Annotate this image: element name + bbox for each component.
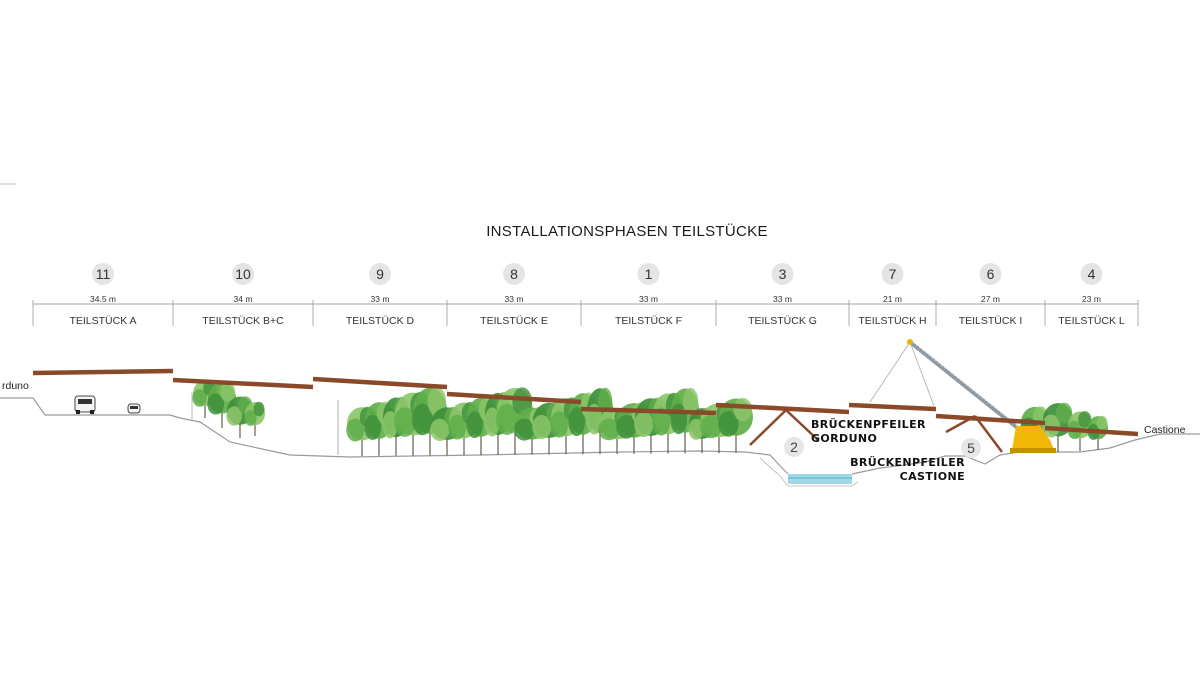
deck-segment <box>312 376 448 390</box>
deck-segment <box>580 406 717 416</box>
order-badge <box>979 263 1002 285</box>
order-badge <box>771 263 794 285</box>
order-badge <box>232 263 254 285</box>
diagram-title: INSTALLATIONSPHASEN TEILSTÜCKE <box>486 222 768 240</box>
installation-order: 4 <box>1088 266 1096 282</box>
crane-hook-icon <box>907 339 913 345</box>
order-badge <box>881 263 904 285</box>
installation-order: 9 <box>376 266 384 282</box>
segment-length: 34.5 m <box>90 294 116 304</box>
segment-name: TEILSTÜCK G <box>748 315 817 327</box>
tree-icon <box>226 396 253 438</box>
bridge-deck <box>32 368 1139 453</box>
pier-strut <box>974 415 1003 453</box>
crane-rope <box>869 341 911 403</box>
crane-base <box>1010 448 1056 453</box>
installation-order: 7 <box>889 266 897 282</box>
order-badge <box>637 263 660 285</box>
pier-label-line2: GORDUNO <box>811 432 877 445</box>
segment-length: 33 m <box>639 294 658 304</box>
segment-column: 6 27 m TEILSTÜCK I <box>959 263 1023 327</box>
installation-order: 1 <box>645 266 653 282</box>
end-label-right: Castione <box>1144 424 1186 436</box>
pier-order-badge <box>784 437 804 457</box>
truck-icon <box>74 395 96 414</box>
segment-name: TEILSTÜCK L <box>1058 315 1125 327</box>
deck-segment <box>32 368 174 376</box>
deck-segment <box>172 377 314 390</box>
segment-length: 33 m <box>371 294 390 304</box>
pier-strut <box>749 409 787 446</box>
segment-name: TEILSTÜCK I <box>959 315 1023 327</box>
segment-column: 7 21 m TEILSTÜCK H <box>858 263 927 327</box>
order-badge <box>369 263 391 285</box>
order-badge <box>503 263 525 285</box>
segment-column: 1 33 m TEILSTÜCK F <box>615 263 682 327</box>
crane <box>869 339 1056 453</box>
segment-length: 33 m <box>773 294 792 304</box>
installation-order: 3 <box>779 266 787 282</box>
order-badge <box>1080 263 1103 285</box>
pier-gorduno: 2 BRÜCKENPFEILER GORDUNO <box>784 417 926 457</box>
segment-length: 21 m <box>883 294 902 304</box>
pier-castione: 5 BRÜCKENPFEILER CASTIONE <box>850 438 981 483</box>
vehicles <box>74 395 141 414</box>
segment-length: 23 m <box>1082 294 1101 304</box>
pier-order-number: 5 <box>967 440 975 456</box>
ground-profile <box>0 397 1200 475</box>
car-icon <box>127 403 141 414</box>
segment-length: 34 m <box>234 294 253 304</box>
segment-name: TEILSTÜCK H <box>858 315 926 327</box>
deck-segment <box>446 391 582 405</box>
tree-group <box>192 380 1108 456</box>
segment-name: TEILSTÜCK B+C <box>202 315 284 327</box>
installation-order: 8 <box>510 266 518 282</box>
pier-order-badge <box>961 438 981 458</box>
segment-name: TEILSTÜCK F <box>615 315 682 327</box>
crane-body <box>1012 426 1054 450</box>
pier-order-number: 2 <box>790 439 798 455</box>
order-badge <box>92 263 114 285</box>
installation-order: 11 <box>96 266 111 282</box>
deck-segment <box>1044 425 1139 437</box>
pier-strut <box>945 414 976 434</box>
river-water <box>788 474 852 484</box>
pier-label-line1: BRÜCKENPFEILER <box>850 455 965 469</box>
segment-column: 11 34.5 m TEILSTÜCK A <box>69 263 137 327</box>
deck-segment <box>715 402 850 415</box>
segment-length: 33 m <box>505 294 524 304</box>
segment-length: 27 m <box>981 294 1000 304</box>
pier-strut <box>785 409 819 441</box>
segment-name: TEILSTÜCK D <box>346 315 415 327</box>
deck-segment <box>935 413 1046 426</box>
segment-name: TEILSTÜCK E <box>480 315 548 327</box>
segment-column: 9 33 m TEILSTÜCK D <box>346 263 415 327</box>
segment-header: 11 34.5 m TEILSTÜCK A 10 34 m TEILSTÜCK B+C 9 3… <box>32 263 1139 327</box>
segment-name: TEILSTÜCK A <box>69 315 136 327</box>
pier-label-line1: BRÜCKENPFEILER <box>811 417 926 431</box>
deck-segment <box>848 402 937 412</box>
segment-column: 3 33 m TEILSTÜCK G <box>748 263 817 327</box>
crane-rope <box>909 341 935 407</box>
segment-column: 8 33 m TEILSTÜCK E <box>480 263 548 327</box>
end-label-left: rduno <box>2 380 29 392</box>
tree-icon <box>244 401 265 436</box>
ground-profile-lower <box>759 457 859 487</box>
pier-label-line2: CASTIONE <box>900 470 965 483</box>
segment-column: 10 34 m TEILSTÜCK B+C <box>202 263 284 327</box>
installation-order: 6 <box>987 266 995 282</box>
terrain <box>0 392 1200 487</box>
installation-order: 10 <box>235 266 251 282</box>
segment-column: 4 23 m TEILSTÜCK L <box>1058 263 1125 327</box>
